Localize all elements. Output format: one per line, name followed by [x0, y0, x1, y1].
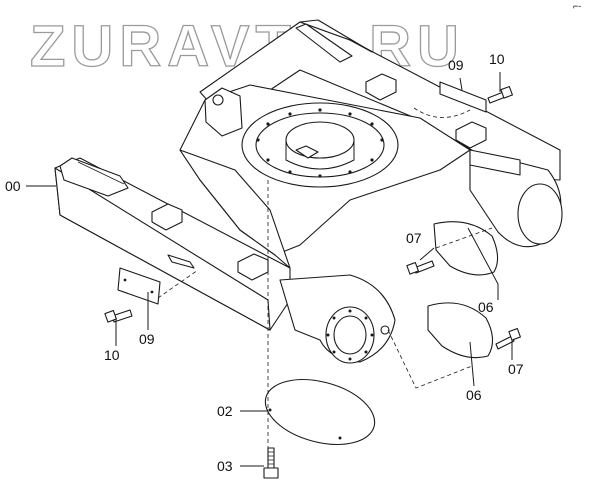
callout-09-lower: 09	[139, 331, 155, 347]
track-frame	[54, 19, 563, 364]
side-cover-upper	[433, 221, 499, 276]
under-cover-bolt	[263, 447, 279, 479]
bolt-upper-10	[487, 85, 513, 104]
rear-frame-cap	[469, 149, 521, 176]
corner-mark: ⌐-	[573, 1, 581, 11]
bolt-upper-07	[406, 260, 435, 275]
assembly-line-cover-upper	[435, 227, 493, 249]
guide-line	[77, 161, 125, 185]
motor-mount-bore	[333, 315, 367, 355]
motor-bolt-holes	[326, 309, 374, 361]
bolt-lower-07	[495, 327, 521, 350]
callout-10-lower: 10	[104, 347, 120, 363]
cover-plate-upper	[439, 81, 487, 113]
roller-bracket-3	[365, 73, 397, 101]
roller-bracket-1	[151, 203, 183, 231]
callout-02: 02	[217, 403, 233, 419]
roller-bracket-4	[455, 121, 487, 149]
bore-bracket	[295, 145, 319, 159]
rear-frame-end	[299, 19, 373, 53]
idler-housing-face	[517, 183, 563, 245]
leader-lines	[26, 72, 513, 467]
front-side-frame-face	[54, 167, 271, 331]
callout-07-upper: 07	[406, 230, 422, 246]
bolt-lower-10	[104, 309, 133, 323]
swing-mount-bore	[285, 121, 355, 159]
side-cover-lower	[427, 302, 494, 359]
callout-03: 03	[217, 458, 233, 474]
cover-plate-lower	[117, 267, 161, 305]
callout-06-upper: 06	[478, 299, 494, 315]
lug-pin-hole	[212, 94, 224, 106]
motor-port	[380, 325, 390, 335]
callout-09-upper: 09	[448, 57, 464, 73]
under-cover-plate	[264, 379, 376, 445]
ring-bolt-holes	[256, 108, 384, 178]
callout-00: 00	[5, 178, 21, 194]
front-rail-guide	[59, 157, 129, 197]
assembly-line-plate-upper	[413, 107, 471, 118]
rear-rail-guide	[295, 23, 353, 63]
assembly-line-plate-lower	[157, 269, 199, 299]
callout-10-upper: 10	[489, 51, 505, 67]
callout-07-lower: 07	[508, 361, 524, 377]
frame-slot	[167, 254, 195, 269]
callout-06-lower: 06	[466, 387, 482, 403]
assembly-line-cover-lower	[387, 329, 473, 389]
bore-wall	[285, 140, 355, 170]
center-body-side	[179, 149, 291, 269]
watermark-text: ZURAVTO.RU	[30, 14, 465, 79]
